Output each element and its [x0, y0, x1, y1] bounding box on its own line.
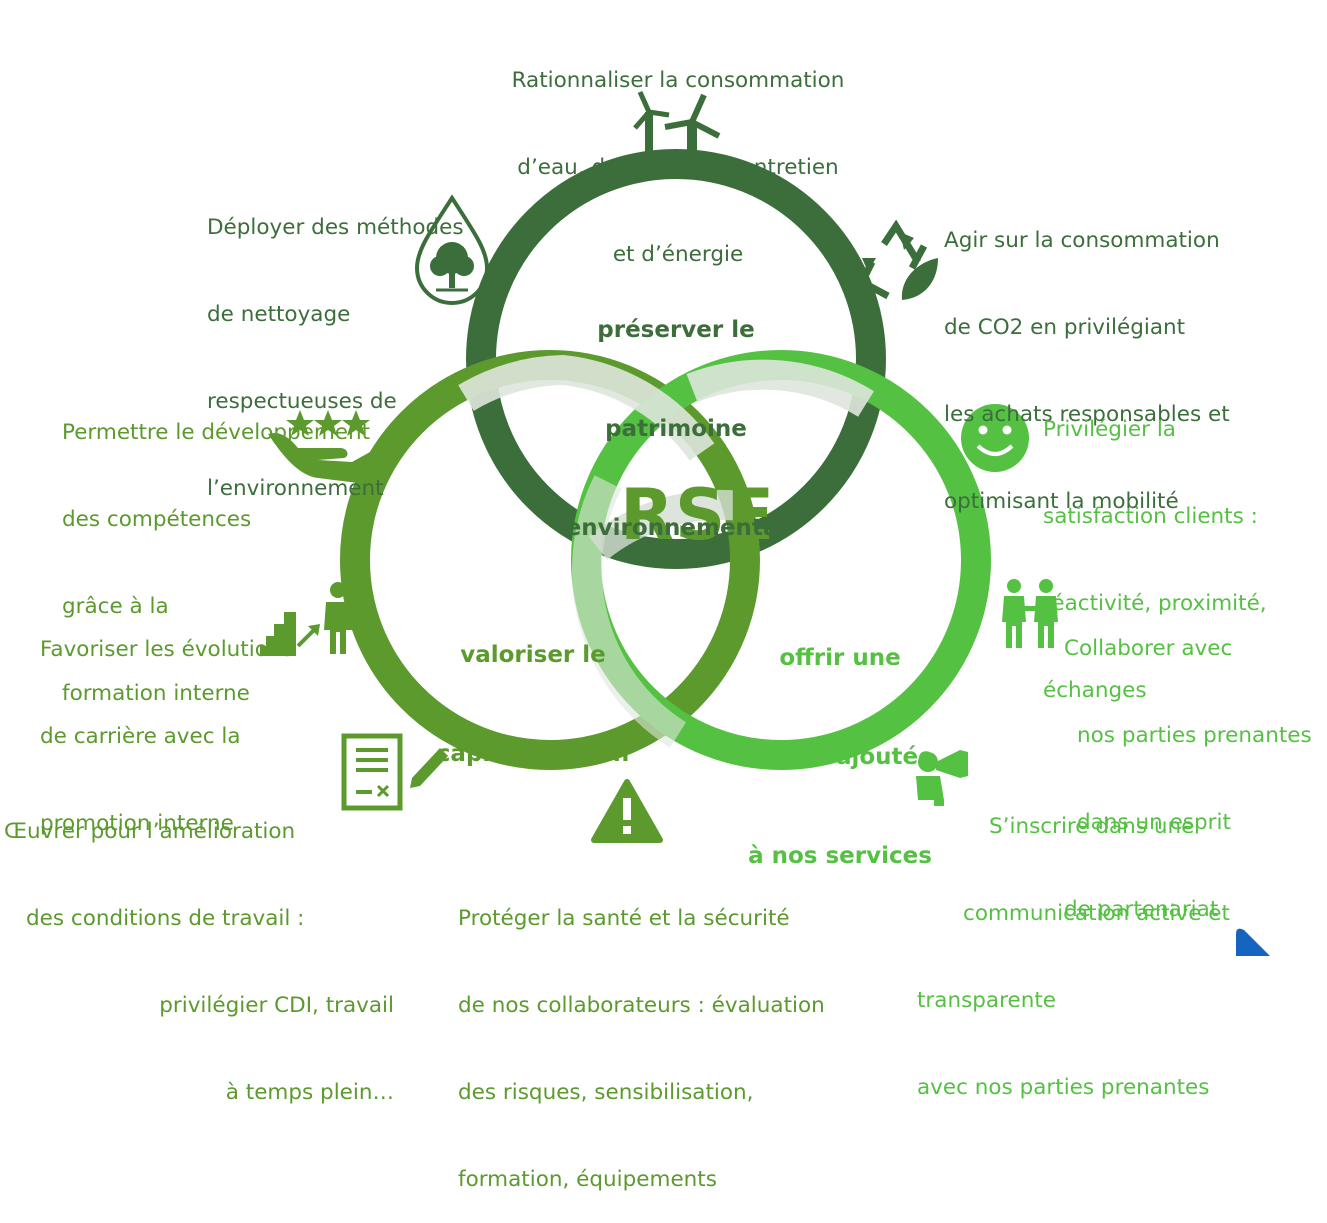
environment-circle-label: préserver le patrimoine environnemental [565, 317, 787, 541]
hand-stars-icon [268, 410, 386, 484]
environment-circle [466, 149, 886, 569]
overlap-env-services [686, 359, 874, 417]
item-skills-text: Permettre le développement des compétenc… [62, 420, 371, 706]
overlap-center [588, 489, 743, 560]
people-pair-icon [1002, 579, 1058, 648]
recycle-leaf-icon [857, 219, 938, 300]
overlap-human-services [571, 475, 687, 748]
wind-turbines-icon [633, 90, 721, 178]
item-cleaning-text: Déployer des méthodes de nettoyage respe… [207, 215, 464, 501]
stairs-person-icon [260, 582, 352, 656]
item-co2-text: Agir sur la consommation de CO2 en privi… [944, 228, 1230, 514]
water-drop-tree-icon [414, 194, 490, 305]
human-circle-label: valoriser le capital humain [436, 642, 630, 767]
smiley-icon [961, 404, 1029, 472]
item-conditions-text: Œuvrer pour l’amélioration des condition… [4, 819, 394, 1105]
corner-arrow-shape [1236, 928, 1270, 956]
megaphone-person-icon [916, 750, 968, 806]
item-safety-text: Protéger la santé et la sécurité de nos … [458, 906, 825, 1192]
item-water-energy-text: Rationnaliser la consommation d’eau, de … [511, 68, 845, 267]
item-communication-text: S’inscrire dans une communication active… [917, 814, 1230, 1100]
item-career-text: Favoriser les évolutions de carrière ave… [40, 637, 293, 836]
item-partners-text: Collaborer avec nos parties prenantes da… [1064, 636, 1312, 922]
warning-icon [591, 779, 663, 843]
contract-pen-icon [341, 733, 448, 811]
overlap-env-human [458, 354, 715, 461]
rse-venn-diagram [260, 90, 1270, 956]
services-circle-label: offrir une valeur ajoutée à nos services [746, 645, 934, 869]
center-label: RSE [620, 474, 776, 556]
item-satisfaction-text: Privilégier la satisfaction clients : ré… [1043, 417, 1267, 703]
